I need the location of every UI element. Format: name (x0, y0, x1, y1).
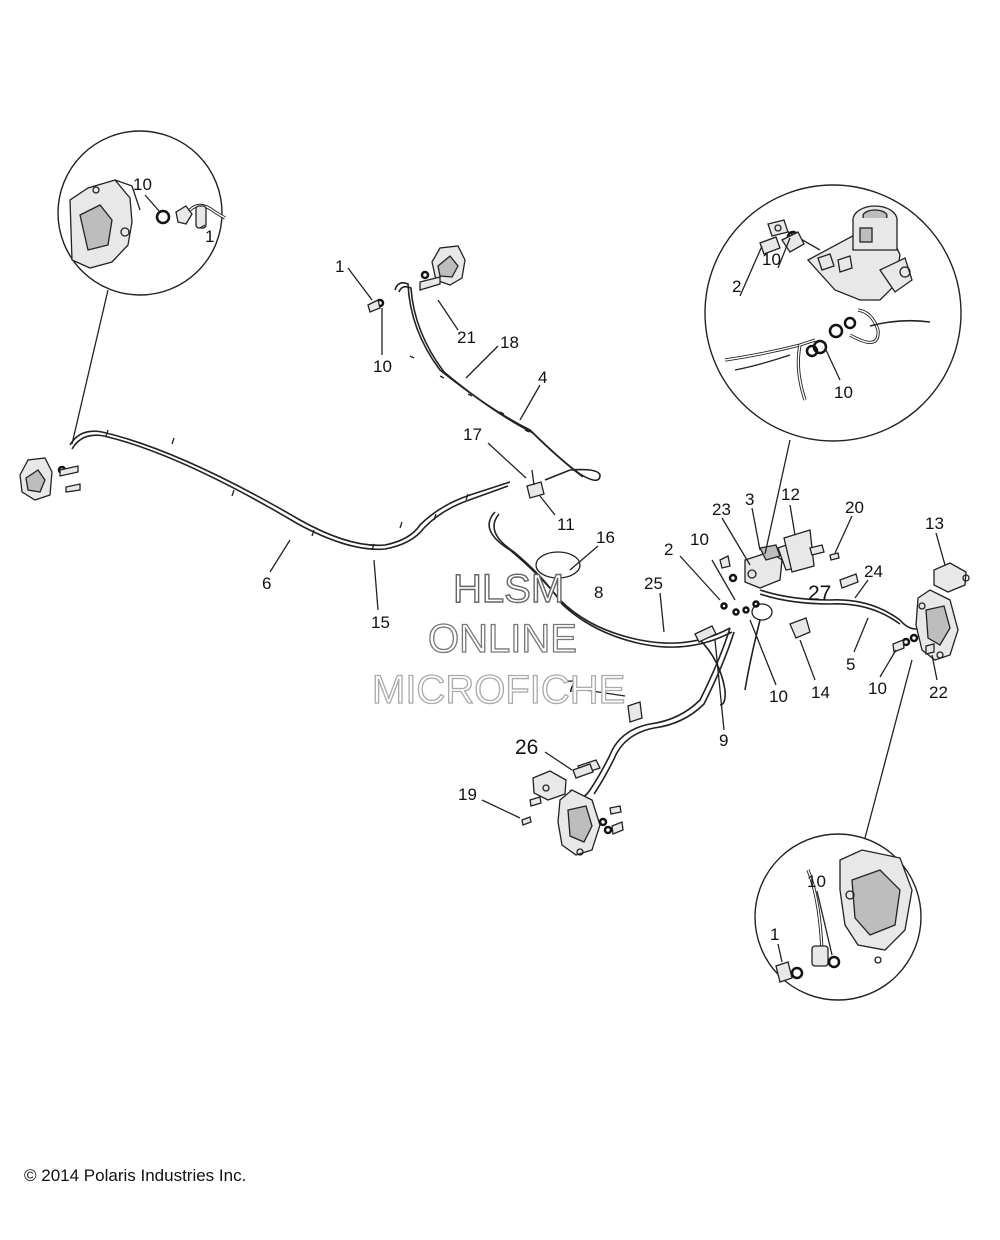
watermark-line-1: HLSM (453, 567, 564, 611)
callout-label: 7 (567, 677, 576, 696)
callout-label: 10 (807, 872, 826, 891)
brake-caliper-icon (69, 179, 141, 269)
callout-label: 1 (205, 227, 214, 246)
front-left-caliper (19, 457, 81, 501)
callout-label: 18 (500, 333, 519, 352)
right-rear-caliper (915, 589, 959, 661)
callout-label: 10 (133, 175, 152, 194)
brake-caliper-icon (839, 849, 913, 964)
watermark: HLSM ONLINE MICROFICHE (371, 566, 626, 712)
callout-label: 10 (762, 250, 781, 269)
callout-label: 15 (371, 613, 390, 632)
callout-label: 16 (596, 528, 615, 547)
callout-label: 23 (712, 500, 731, 519)
washer-icon (720, 600, 760, 616)
callout-label: 25 (644, 574, 663, 593)
detail-circle-rear-caliper: 10 1 (754, 833, 922, 1001)
watermark-line-2: ONLINE (428, 617, 577, 661)
callout-label: 1 (335, 257, 344, 276)
callout-label: 22 (929, 683, 948, 702)
callout-label: 4 (538, 368, 547, 387)
detail-circle-master-cylinder: 10 2 10 (704, 184, 962, 442)
callout-label: 6 (262, 574, 271, 593)
callout-label: 19 (458, 785, 477, 804)
callout-label: 12 (781, 485, 800, 504)
brake-line-icon (488, 511, 733, 648)
brake-line-icon (806, 869, 824, 953)
callout-label: 2 (732, 277, 741, 296)
callout-label: 10 (769, 687, 788, 706)
brake-pad-bracket (933, 562, 970, 593)
master-cylinder-icon (806, 205, 913, 301)
callout-label: 5 (846, 655, 855, 674)
detail-circle-front-left-caliper: 10 1 (57, 130, 226, 296)
washer-icon (790, 955, 841, 980)
callout-label: 3 (745, 490, 754, 509)
clip-icon (105, 429, 469, 551)
washer-icon (598, 817, 613, 835)
rear-upper-caliper (419, 245, 466, 291)
brake-line-icon (759, 589, 923, 630)
brake-line-icon (69, 430, 511, 551)
left-rear-caliper (557, 789, 601, 856)
callout-label: 21 (457, 328, 476, 347)
copyright-notice: © 2014 Polaris Industries Inc. (24, 1166, 247, 1185)
callout-label: 2 (664, 540, 673, 559)
callout-label: 10 (373, 357, 392, 376)
callout-label: 10 (868, 679, 887, 698)
callout-label: 13 (925, 514, 944, 533)
callout-label: 11 (557, 515, 575, 534)
junction-block (526, 469, 545, 499)
watermark-line-3: MICROFICHE (372, 668, 625, 712)
callout-label: 26 (515, 736, 538, 759)
washer-icon (155, 209, 171, 225)
callout-label: 10 (690, 530, 709, 549)
callout-label: 17 (463, 425, 482, 444)
clip-icon (409, 355, 530, 433)
callout-label: 10 (834, 383, 853, 402)
callout-label: 20 (845, 498, 864, 517)
callout-label: 27 (808, 582, 831, 605)
brake-pad-bracket (532, 770, 567, 801)
callout-label: 9 (719, 731, 728, 750)
washer-icon (786, 230, 857, 358)
bolt-icon (175, 205, 193, 225)
callout-label: 24 (864, 562, 883, 581)
callout-label: 8 (594, 583, 603, 602)
washer-icon (901, 633, 919, 647)
callout-label: 1 (770, 925, 779, 944)
brake-line-icon (569, 619, 761, 799)
brake-line-icon (394, 282, 601, 482)
callout-label: 14 (811, 683, 830, 702)
brake-line-icon (724, 308, 931, 401)
